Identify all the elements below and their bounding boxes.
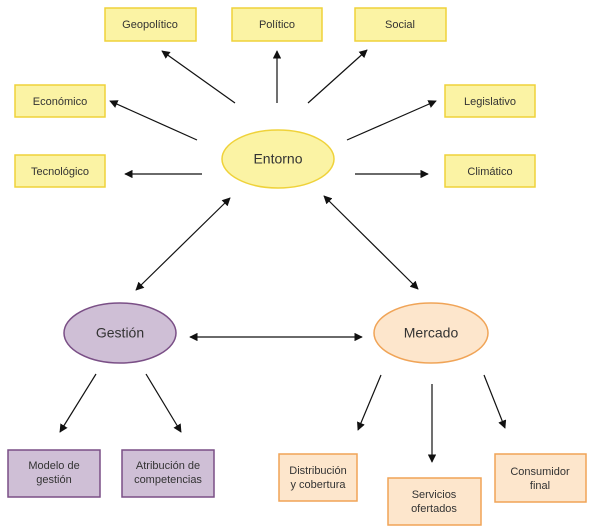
child-distribucion: Distribución y cobertura — [278, 453, 358, 502]
edge-gestion-atribucion — [145, 373, 182, 433]
factor-social-label: Social — [385, 19, 415, 31]
factor-economico-label: Económico — [33, 96, 87, 108]
child-edges — [59, 373, 507, 463]
factor-climatico-label: Climático — [467, 166, 512, 178]
factor-climatico: Climático — [444, 154, 536, 188]
child-servicios-line1: Servicios — [412, 489, 457, 501]
factor-economico: Económico — [14, 84, 106, 118]
factor-politico: Político — [231, 7, 323, 42]
child-atribucion: Atribución de competencias — [121, 449, 215, 498]
child-consumidor-line2: final — [530, 480, 550, 492]
main-edges — [135, 195, 419, 342]
node-gestion: Gestión — [63, 302, 177, 364]
node-mercado: Mercado — [373, 302, 489, 364]
edge-entorno-geopolitico — [161, 50, 236, 104]
factor-legislativo: Legislativo — [444, 84, 536, 118]
edge-mercado-consumidor — [483, 374, 507, 429]
edge-entorno-legislativo — [346, 100, 437, 141]
edge-entorno-mercado — [323, 195, 419, 290]
factor-politico-label: Político — [259, 19, 295, 31]
node-entorno-label: Entorno — [253, 151, 302, 167]
child-atribucion-line1: Atribución de — [136, 460, 200, 472]
edge-entorno-gestion — [135, 197, 231, 291]
child-servicios-line2: ofertados — [411, 503, 457, 515]
node-gestion-label: Gestión — [96, 325, 144, 341]
node-entorno: Entorno — [221, 129, 335, 189]
child-modelo-line1: Modelo de — [28, 460, 79, 472]
factor-social: Social — [354, 7, 447, 42]
child-atribucion-line2: competencias — [134, 474, 202, 486]
factor-geopolitico-label: Geopolítico — [122, 19, 178, 31]
child-consumidor: Consumidor final — [494, 453, 587, 503]
factor-tecnologico-label: Tecnológico — [31, 166, 89, 178]
child-distribucion-line2: y cobertura — [290, 479, 346, 491]
edge-mercado-distribucion — [357, 374, 382, 431]
child-consumidor-line1: Consumidor — [510, 466, 570, 478]
factor-tecnologico: Tecnológico — [14, 154, 106, 188]
factor-legislativo-label: Legislativo — [464, 96, 516, 108]
child-distribucion-line1: Distribución — [289, 465, 346, 477]
child-modelo-line2: gestión — [36, 474, 71, 486]
node-mercado-label: Mercado — [404, 325, 459, 341]
child-modelo: Modelo de gestión — [7, 449, 101, 498]
entorno-edges — [109, 49, 437, 179]
child-servicios: Servicios ofertados — [387, 477, 482, 526]
edge-entorno-economico — [109, 100, 198, 141]
edge-entorno-social — [307, 49, 368, 104]
factor-geopolitico: Geopolítico — [104, 7, 197, 42]
edge-gestion-modelo — [59, 373, 97, 433]
